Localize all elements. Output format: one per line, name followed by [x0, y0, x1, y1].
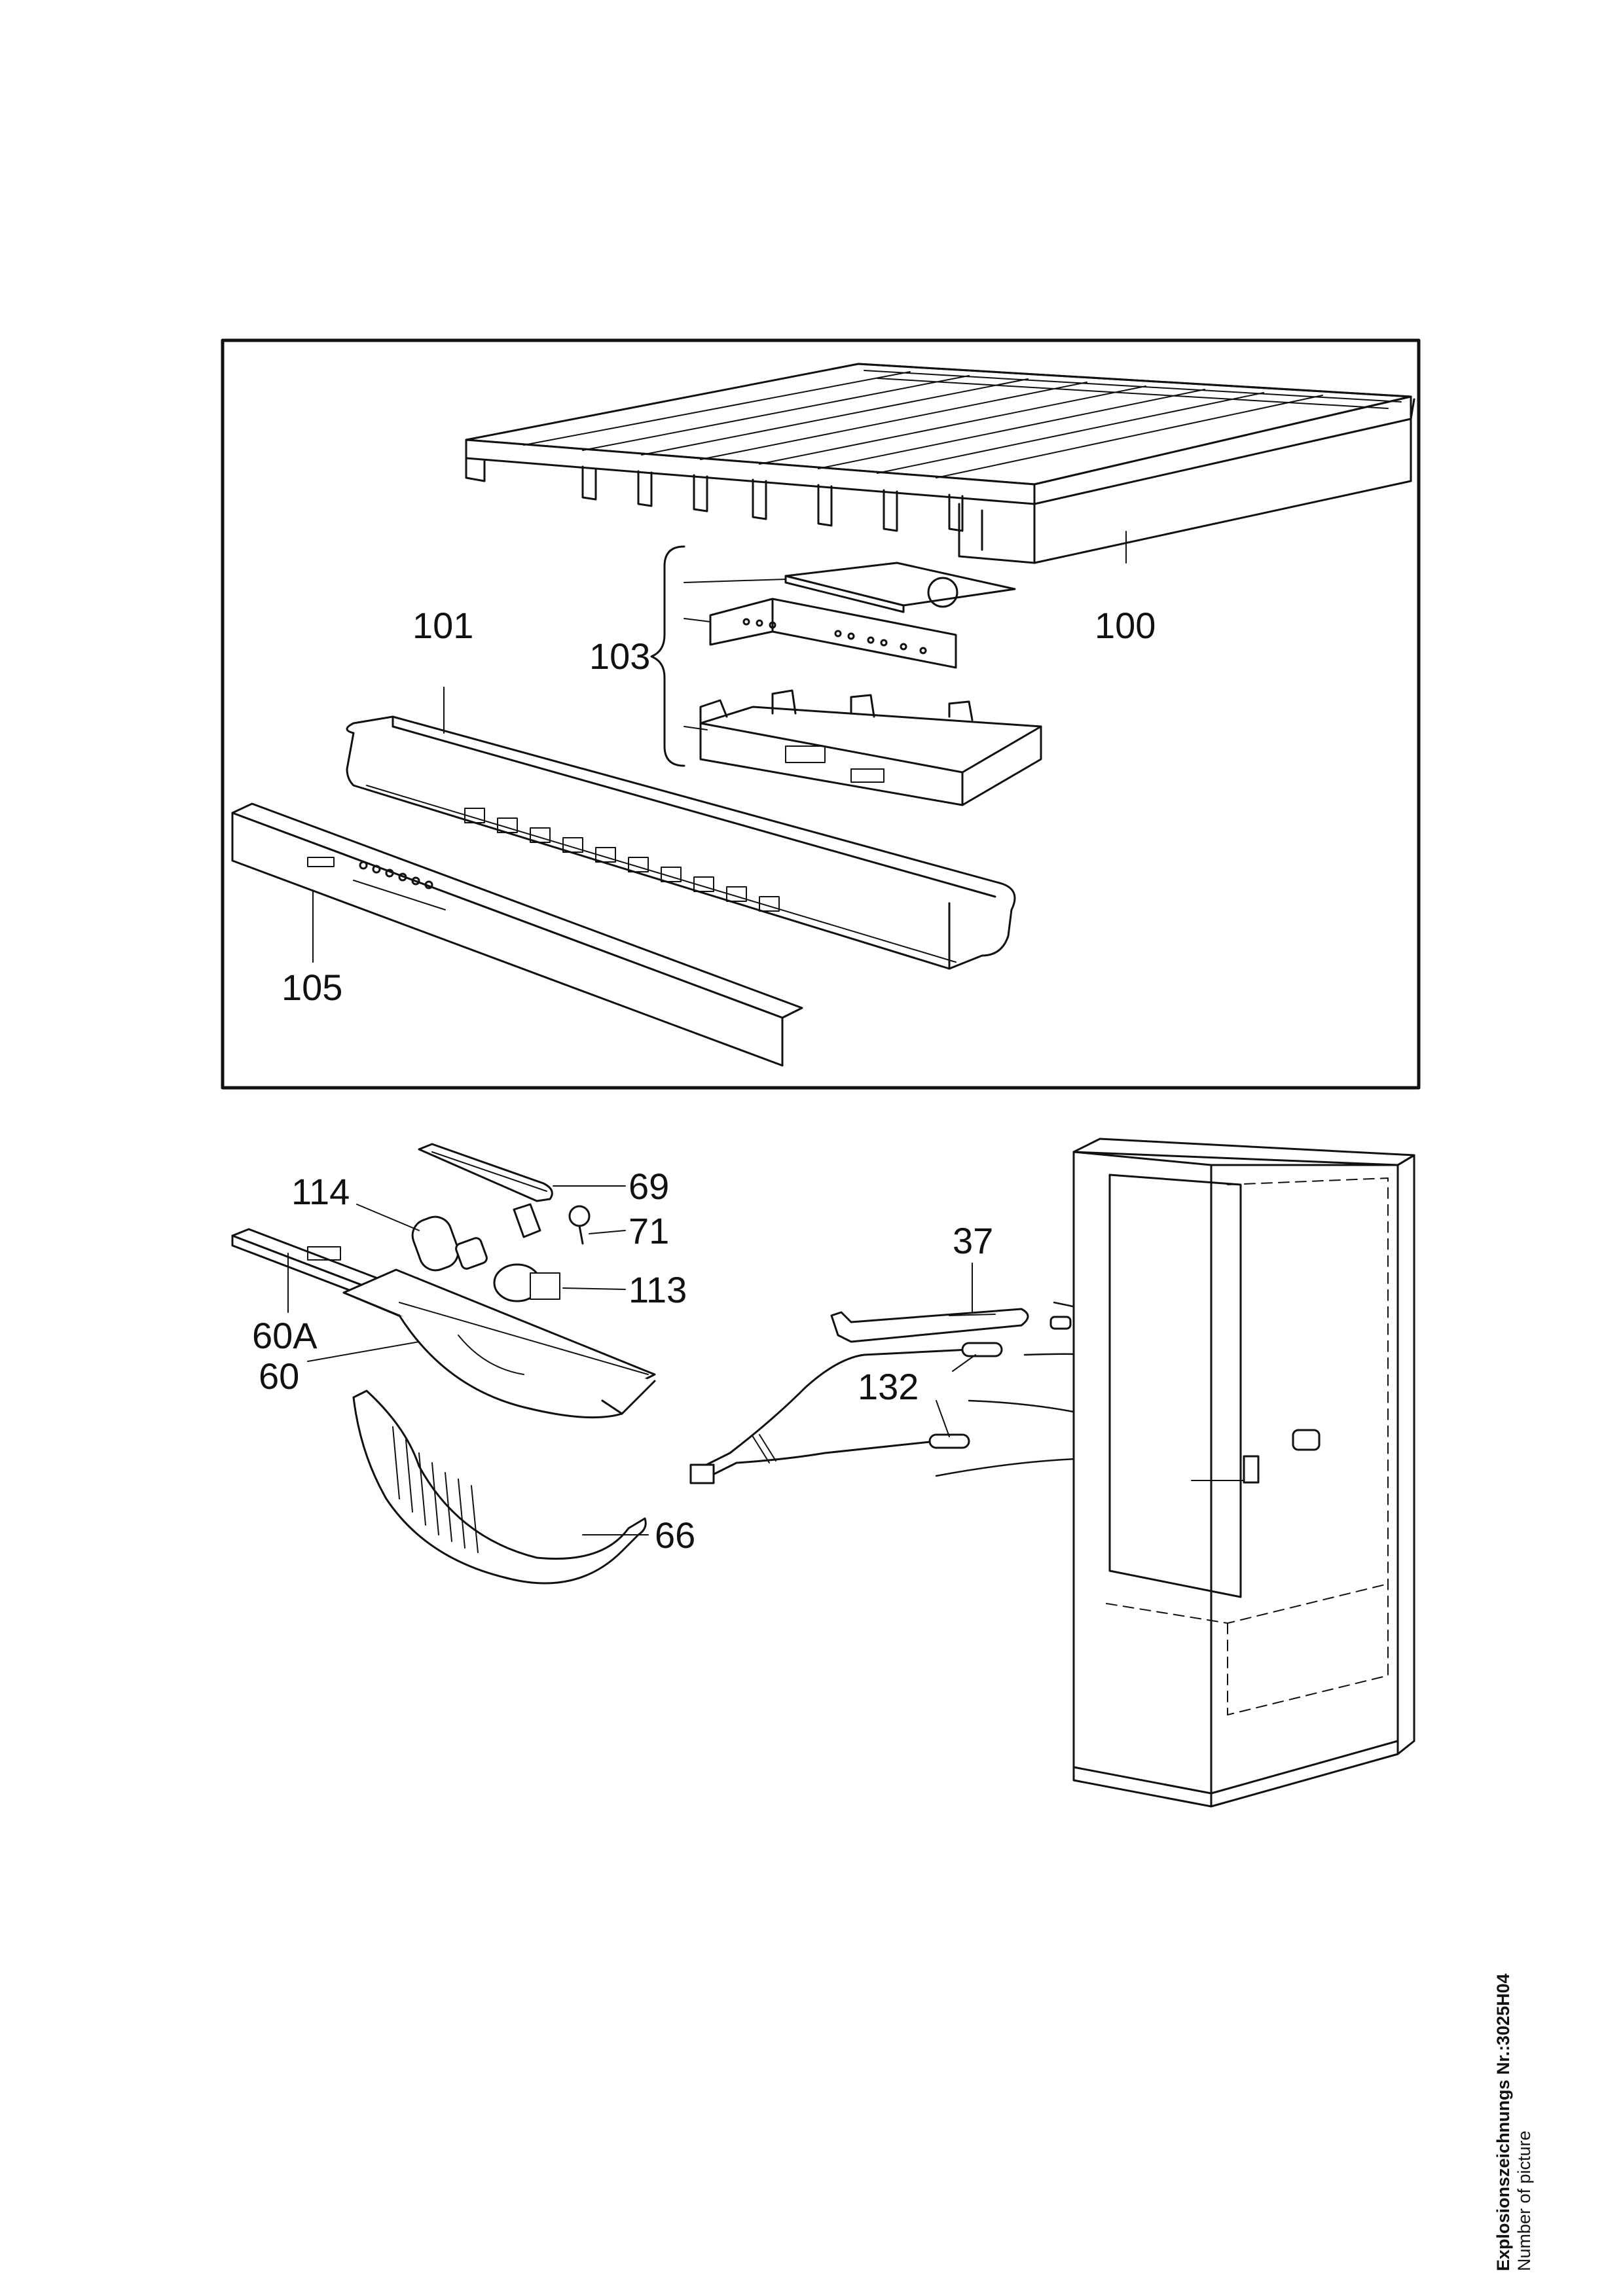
callout-132: 132 [858, 1366, 919, 1407]
callout-66: 66 [655, 1515, 695, 1556]
callout-105: 105 [282, 967, 342, 1008]
part-37-sensor-holder [830, 1308, 1072, 1343]
leader-132b [936, 1400, 950, 1437]
upper-panel-frame [221, 338, 1421, 1090]
callout-71: 71 [629, 1210, 669, 1251]
callout-37: 37 [953, 1220, 993, 1261]
leader-71 [589, 1230, 626, 1234]
part-66-lamp-grille [352, 1390, 647, 1585]
callout-100: 100 [1095, 605, 1156, 646]
leader-132a [952, 1354, 976, 1372]
callout-114: 114 [291, 1171, 350, 1212]
part-103-control-module [650, 545, 1042, 806]
picture-caption: Number of picture [1514, 2130, 1534, 2271]
part-105-fascia-strip [231, 802, 803, 1067]
part-69-lamp-cover [418, 1143, 553, 1202]
drawing-number: Explosionszeichnungs Nr.:3025H04 [1493, 1973, 1513, 2271]
part-71-clip [513, 1203, 591, 1245]
callout-60: 60 [259, 1355, 299, 1397]
callout-103: 103 [589, 636, 650, 677]
leader-114 [356, 1204, 420, 1231]
callout-101: 101 [412, 605, 473, 646]
drawing-info: Explosionszeichnungs Nr.:3025H04 Number … [1493, 1973, 1535, 2271]
part-132-temperature-sensor [689, 1342, 1003, 1484]
callout-113: 113 [629, 1269, 687, 1310]
part-114-lamp [411, 1215, 488, 1272]
part-101-control-bar [346, 715, 1016, 970]
part-113-lamp-socket [493, 1263, 560, 1302]
part-100-top-cover [465, 363, 1415, 564]
leader-60 [307, 1341, 420, 1362]
part-60-lamp-housing [342, 1268, 656, 1419]
callout-60a: 60A [252, 1315, 318, 1356]
appliance-cabinet [1072, 1138, 1415, 1808]
leader-113 [562, 1287, 626, 1290]
callout-69: 69 [629, 1166, 669, 1207]
